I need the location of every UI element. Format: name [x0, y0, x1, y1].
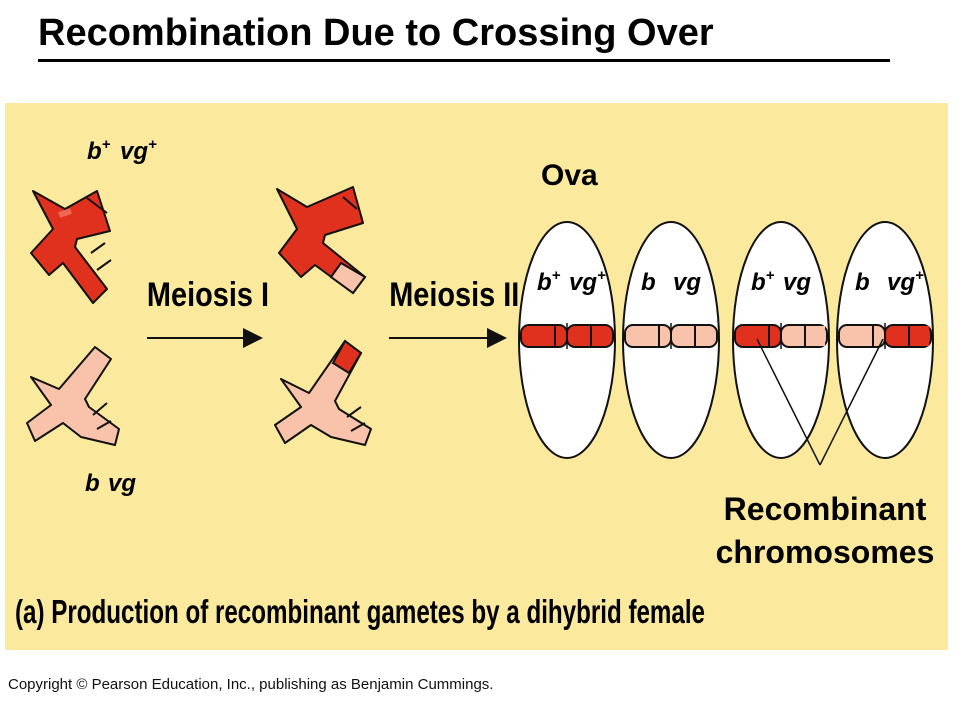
diagram-panel: b+ vg+ b vg Meiosis I Meiosis II Ova b+ v… [5, 103, 948, 650]
meiosis-2-label: Meiosis II [389, 275, 519, 314]
middle-chromosome-pink [274, 339, 372, 446]
recombinant-label-line1: Recombinant [724, 491, 927, 527]
crossing-over-diagram: b+ vg+ b vg Meiosis I Meiosis II Ova b+ v… [15, 136, 935, 630]
chromosome-left-arm [838, 324, 886, 348]
chromosome-exchanged-segment [909, 326, 929, 346]
ovum-chromosome [624, 323, 718, 349]
chromosome-left-arm [520, 324, 568, 348]
chromosome-left-arm [624, 324, 672, 348]
ovum-gene-b-label: b [855, 269, 870, 296]
parent-top-gene-b: b+ [87, 136, 111, 165]
recombinant-pointer-left [756, 338, 821, 466]
title-underline [38, 59, 890, 62]
ovum-gene-vg-label: vg [783, 269, 811, 296]
ovum-chromosome [520, 323, 614, 349]
ovum-chromosome [734, 323, 828, 349]
panel-caption: (a) Production of recombinant gametes by… [15, 593, 705, 630]
ovum-gene-vg-label: vg [673, 269, 701, 296]
slide-title: Recombination Due to Crossing Over [38, 12, 714, 54]
chromosome-left-arm [734, 324, 782, 348]
parent-bottom-gene-b: b [85, 470, 100, 497]
ovum-gene-b-label: b+ [537, 267, 561, 296]
parent-bottom-gene-vg: vg [108, 470, 136, 497]
ovum-gene-vg-label: vg+ [887, 267, 924, 296]
parent-chromosome-pink [26, 346, 120, 446]
parent-top-gene-vg: vg+ [120, 136, 157, 165]
meiosis-1-label: Meiosis I [147, 275, 269, 314]
ovum-gene-vg-label: vg+ [569, 267, 606, 296]
parent-chromosome-red [30, 190, 112, 304]
ovum-gene-b-label: b [641, 269, 656, 296]
recombinant-pointer-right [819, 338, 884, 466]
ova-label: Ova [541, 159, 598, 192]
ovum-4: b vg+ [836, 221, 934, 459]
copyright-notice: Copyright © Pearson Education, Inc., pub… [8, 676, 494, 693]
chromosome-exchanged-segment [805, 326, 825, 346]
ovum-gene-b-label: b+ [751, 267, 775, 296]
middle-chromosome-red [276, 186, 367, 295]
ovum-chromosome [838, 323, 932, 349]
ovum-1: b+ vg+ [518, 221, 616, 459]
recombinant-label-line2: chromosomes [716, 534, 935, 570]
ovum-3: b+ vg [732, 221, 830, 459]
